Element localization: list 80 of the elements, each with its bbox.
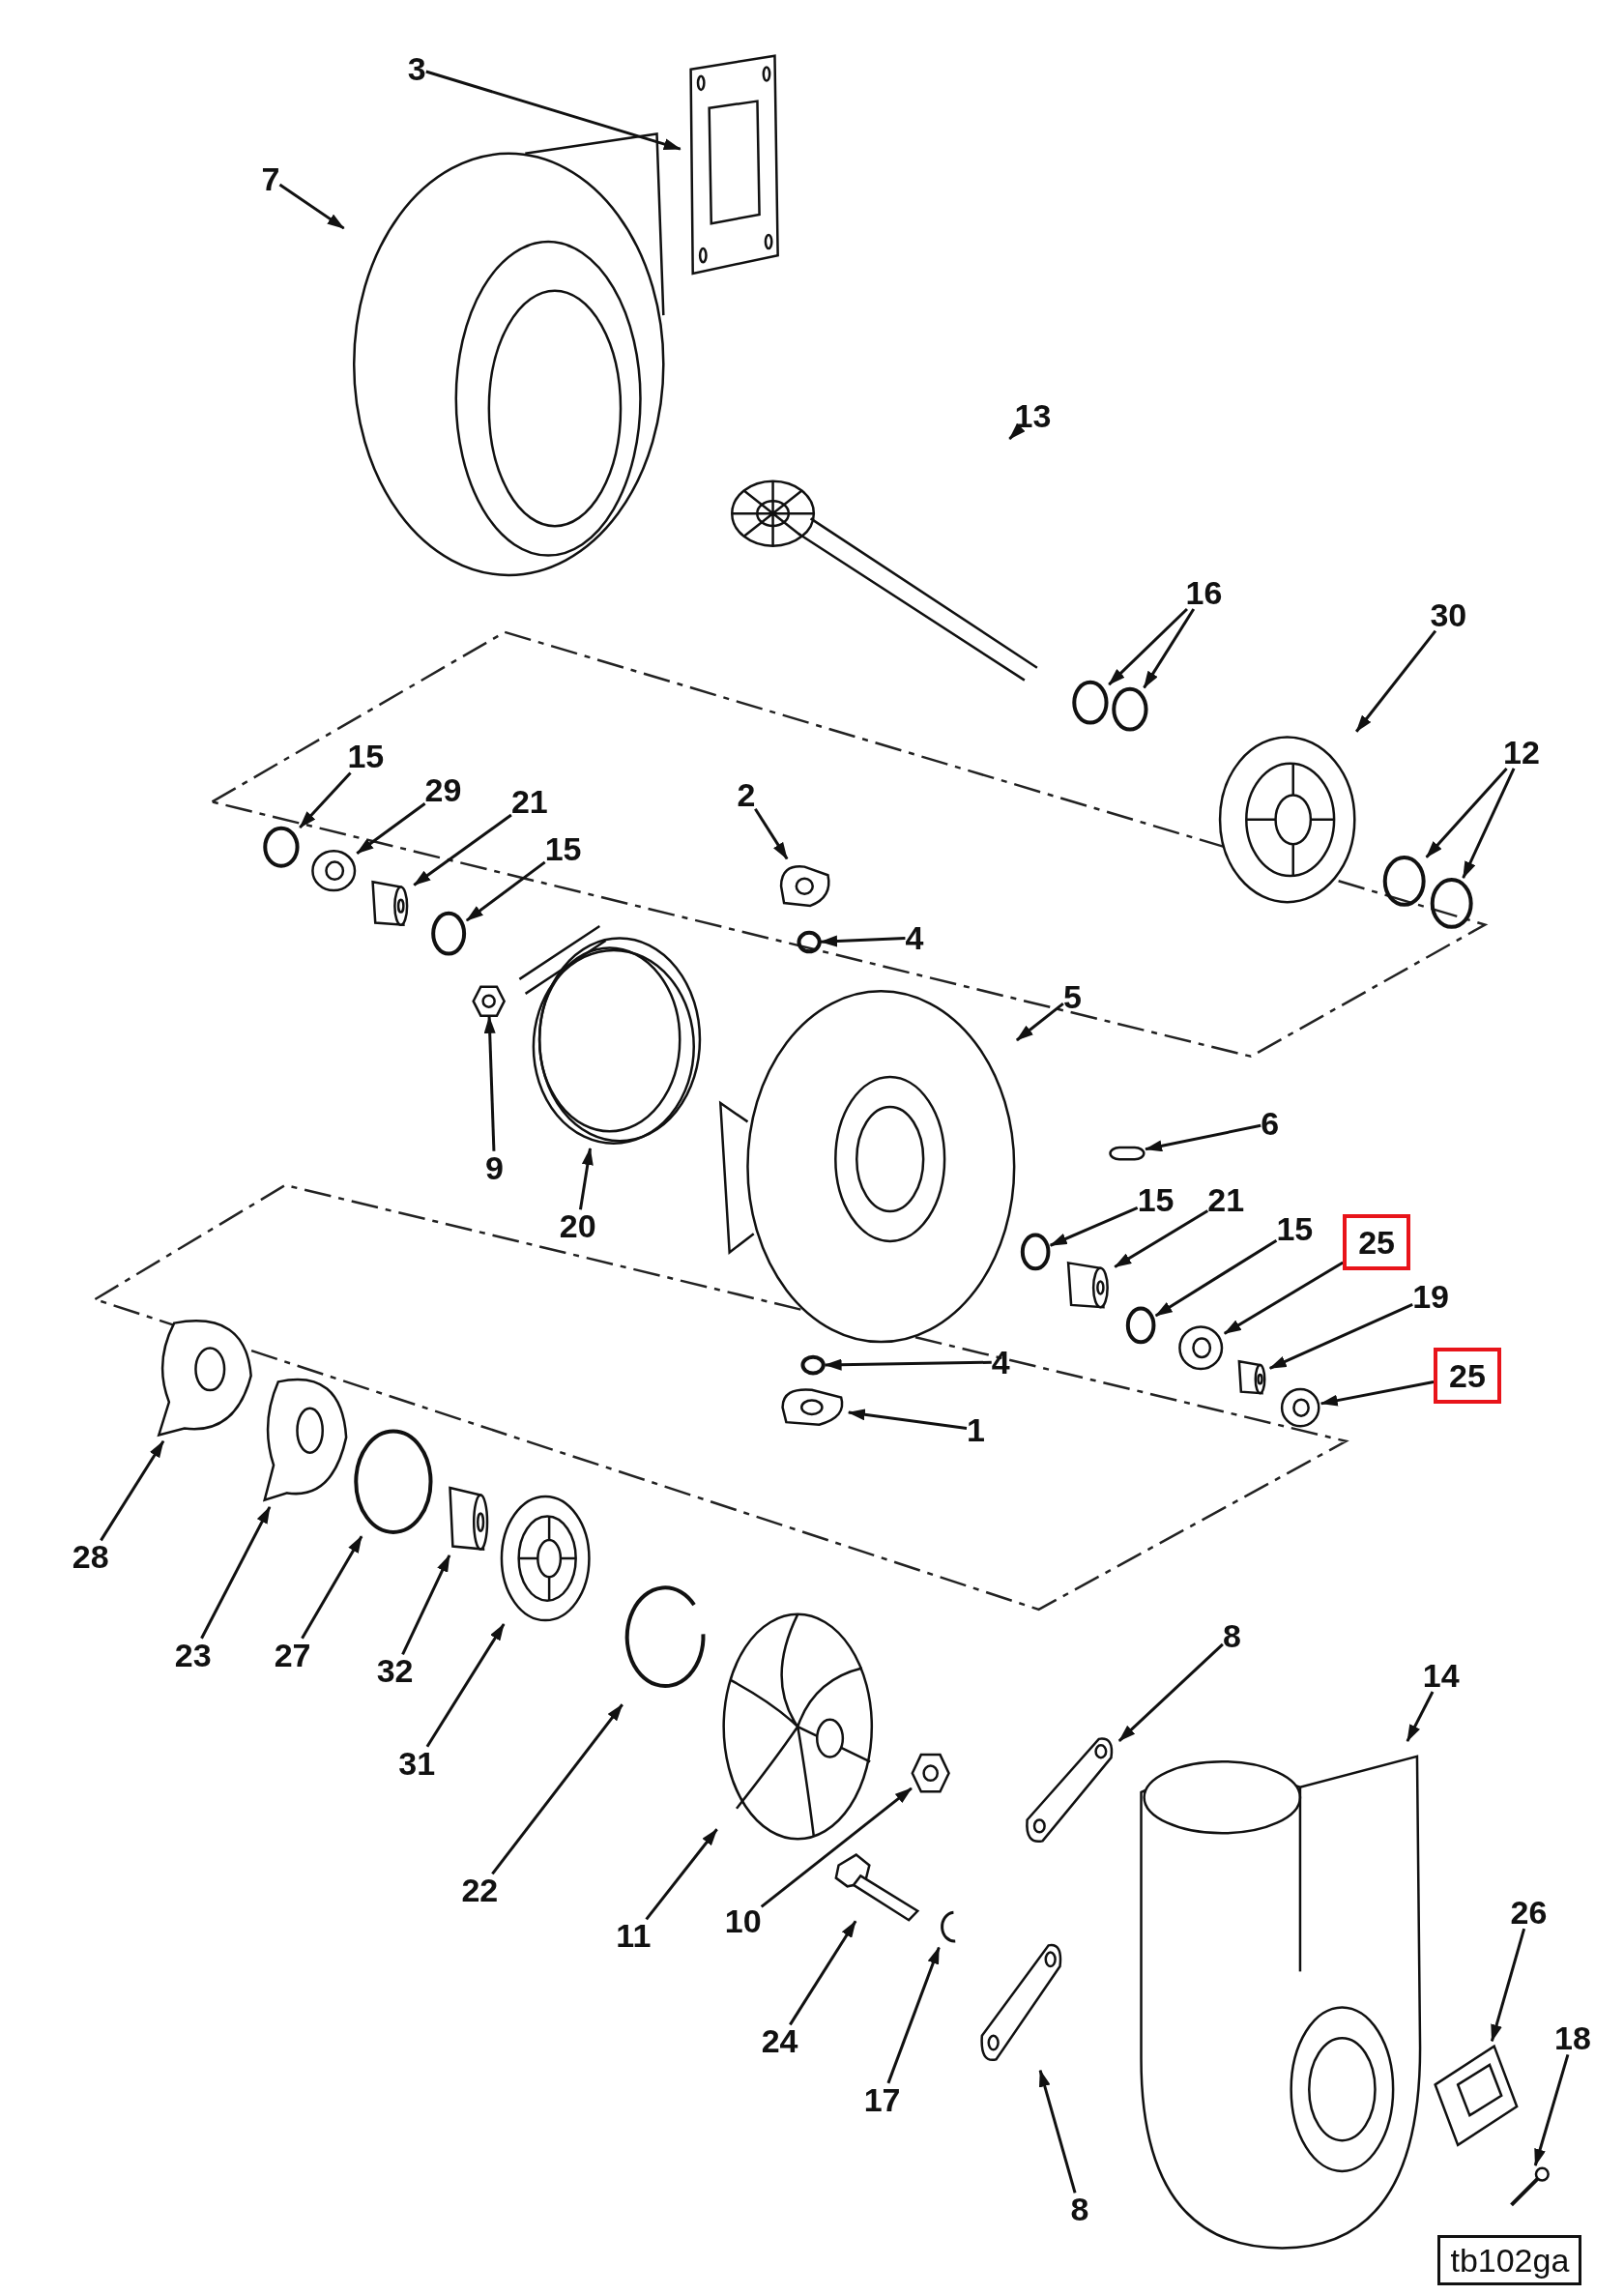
leader-line (824, 1358, 992, 1371)
leader-line (413, 813, 512, 886)
leader-line (401, 1554, 451, 1656)
callout-number: 15 (1276, 1212, 1314, 1246)
leader-line (1108, 607, 1188, 686)
leader-line (1049, 1206, 1139, 1247)
drawing-number: tb102ga (1437, 2235, 1582, 2286)
leader-line (1114, 1209, 1209, 1268)
callout-number: 1 (967, 1412, 985, 1446)
leader-line (1533, 2053, 1570, 2166)
leader-line (301, 1535, 363, 1640)
callout-number: 3 (407, 52, 426, 86)
callout-number: 16 (1185, 575, 1223, 609)
callout-number: 6 (1261, 1107, 1280, 1141)
callout-number: 9 (485, 1150, 504, 1184)
leader-line (1117, 1642, 1224, 1742)
leader-line (200, 1506, 272, 1640)
leader-line (1406, 1691, 1435, 1742)
leader-line (886, 1946, 941, 2084)
leader-line (1145, 1123, 1262, 1152)
leader-line (820, 935, 906, 947)
callout-number: 23 (174, 1638, 212, 1671)
leader-line (491, 1703, 624, 1875)
leader-line (789, 1920, 857, 2026)
callout-number: 5 (1062, 979, 1082, 1013)
callout-number: 26 (1510, 1896, 1548, 1930)
leader-line (465, 860, 546, 922)
leader-line (356, 801, 426, 855)
callout-number: 24 (761, 2024, 798, 2058)
callout-number: 4 (991, 1346, 1010, 1380)
leader-line (425, 1623, 506, 1748)
callout-number: 10 (724, 1904, 762, 1938)
callout-number: 30 (1430, 597, 1467, 631)
callout-number: 27 (274, 1638, 311, 1671)
callout-number: 19 (1412, 1279, 1450, 1313)
callout-number: 18 (1554, 2021, 1591, 2055)
leader-line (1015, 1002, 1064, 1042)
callout-number: 15 (544, 831, 582, 865)
callout-number: 15 (347, 740, 385, 773)
leader-line (760, 1787, 913, 1908)
callout-number: 32 (376, 1654, 414, 1688)
callout-number: 20 (559, 1209, 596, 1243)
leader-line (483, 1015, 496, 1151)
callout-number: 13 (1014, 398, 1052, 432)
leader-line (1490, 1928, 1526, 2043)
leader-line (299, 771, 352, 828)
leader-line (1143, 608, 1196, 689)
leader-line (754, 807, 789, 860)
leader-line (1355, 629, 1437, 733)
leader-line (1320, 1380, 1435, 1407)
callout-number: 25 (1343, 1213, 1411, 1270)
leader-line (1154, 1238, 1278, 1318)
callout-number: 11 (616, 1919, 652, 1953)
callout-number: 31 (398, 1746, 436, 1780)
leader-line (1425, 767, 1508, 858)
leader-line (278, 183, 345, 230)
callout-number: 8 (1070, 2193, 1089, 2226)
callout-number: 25 (1434, 1347, 1501, 1404)
callout-number: 4 (905, 921, 924, 955)
callout-number: 7 (261, 161, 280, 195)
callout-number: 12 (1503, 735, 1540, 769)
leader-line (100, 1439, 165, 1542)
leader-line (425, 70, 682, 151)
callout-number: 21 (510, 785, 548, 819)
callout-number: 22 (461, 1874, 499, 1907)
callout-number: 15 (1137, 1183, 1174, 1217)
callout-number: 2 (737, 777, 756, 811)
leader-line (1223, 1261, 1344, 1335)
callout-number: 8 (1222, 1619, 1241, 1653)
leader-line (645, 1828, 718, 1921)
leader-line (1268, 1303, 1413, 1370)
callout-number: 29 (424, 773, 462, 807)
callout-number: 21 (1207, 1183, 1245, 1217)
callout-number: 14 (1422, 1658, 1460, 1692)
callout-number: 17 (863, 2082, 901, 2116)
leader-line (578, 1148, 594, 1210)
leader-line (1038, 2069, 1077, 2193)
leader-line (847, 1409, 968, 1430)
callout-number: 28 (72, 1540, 109, 1574)
leader-line (1462, 768, 1516, 879)
